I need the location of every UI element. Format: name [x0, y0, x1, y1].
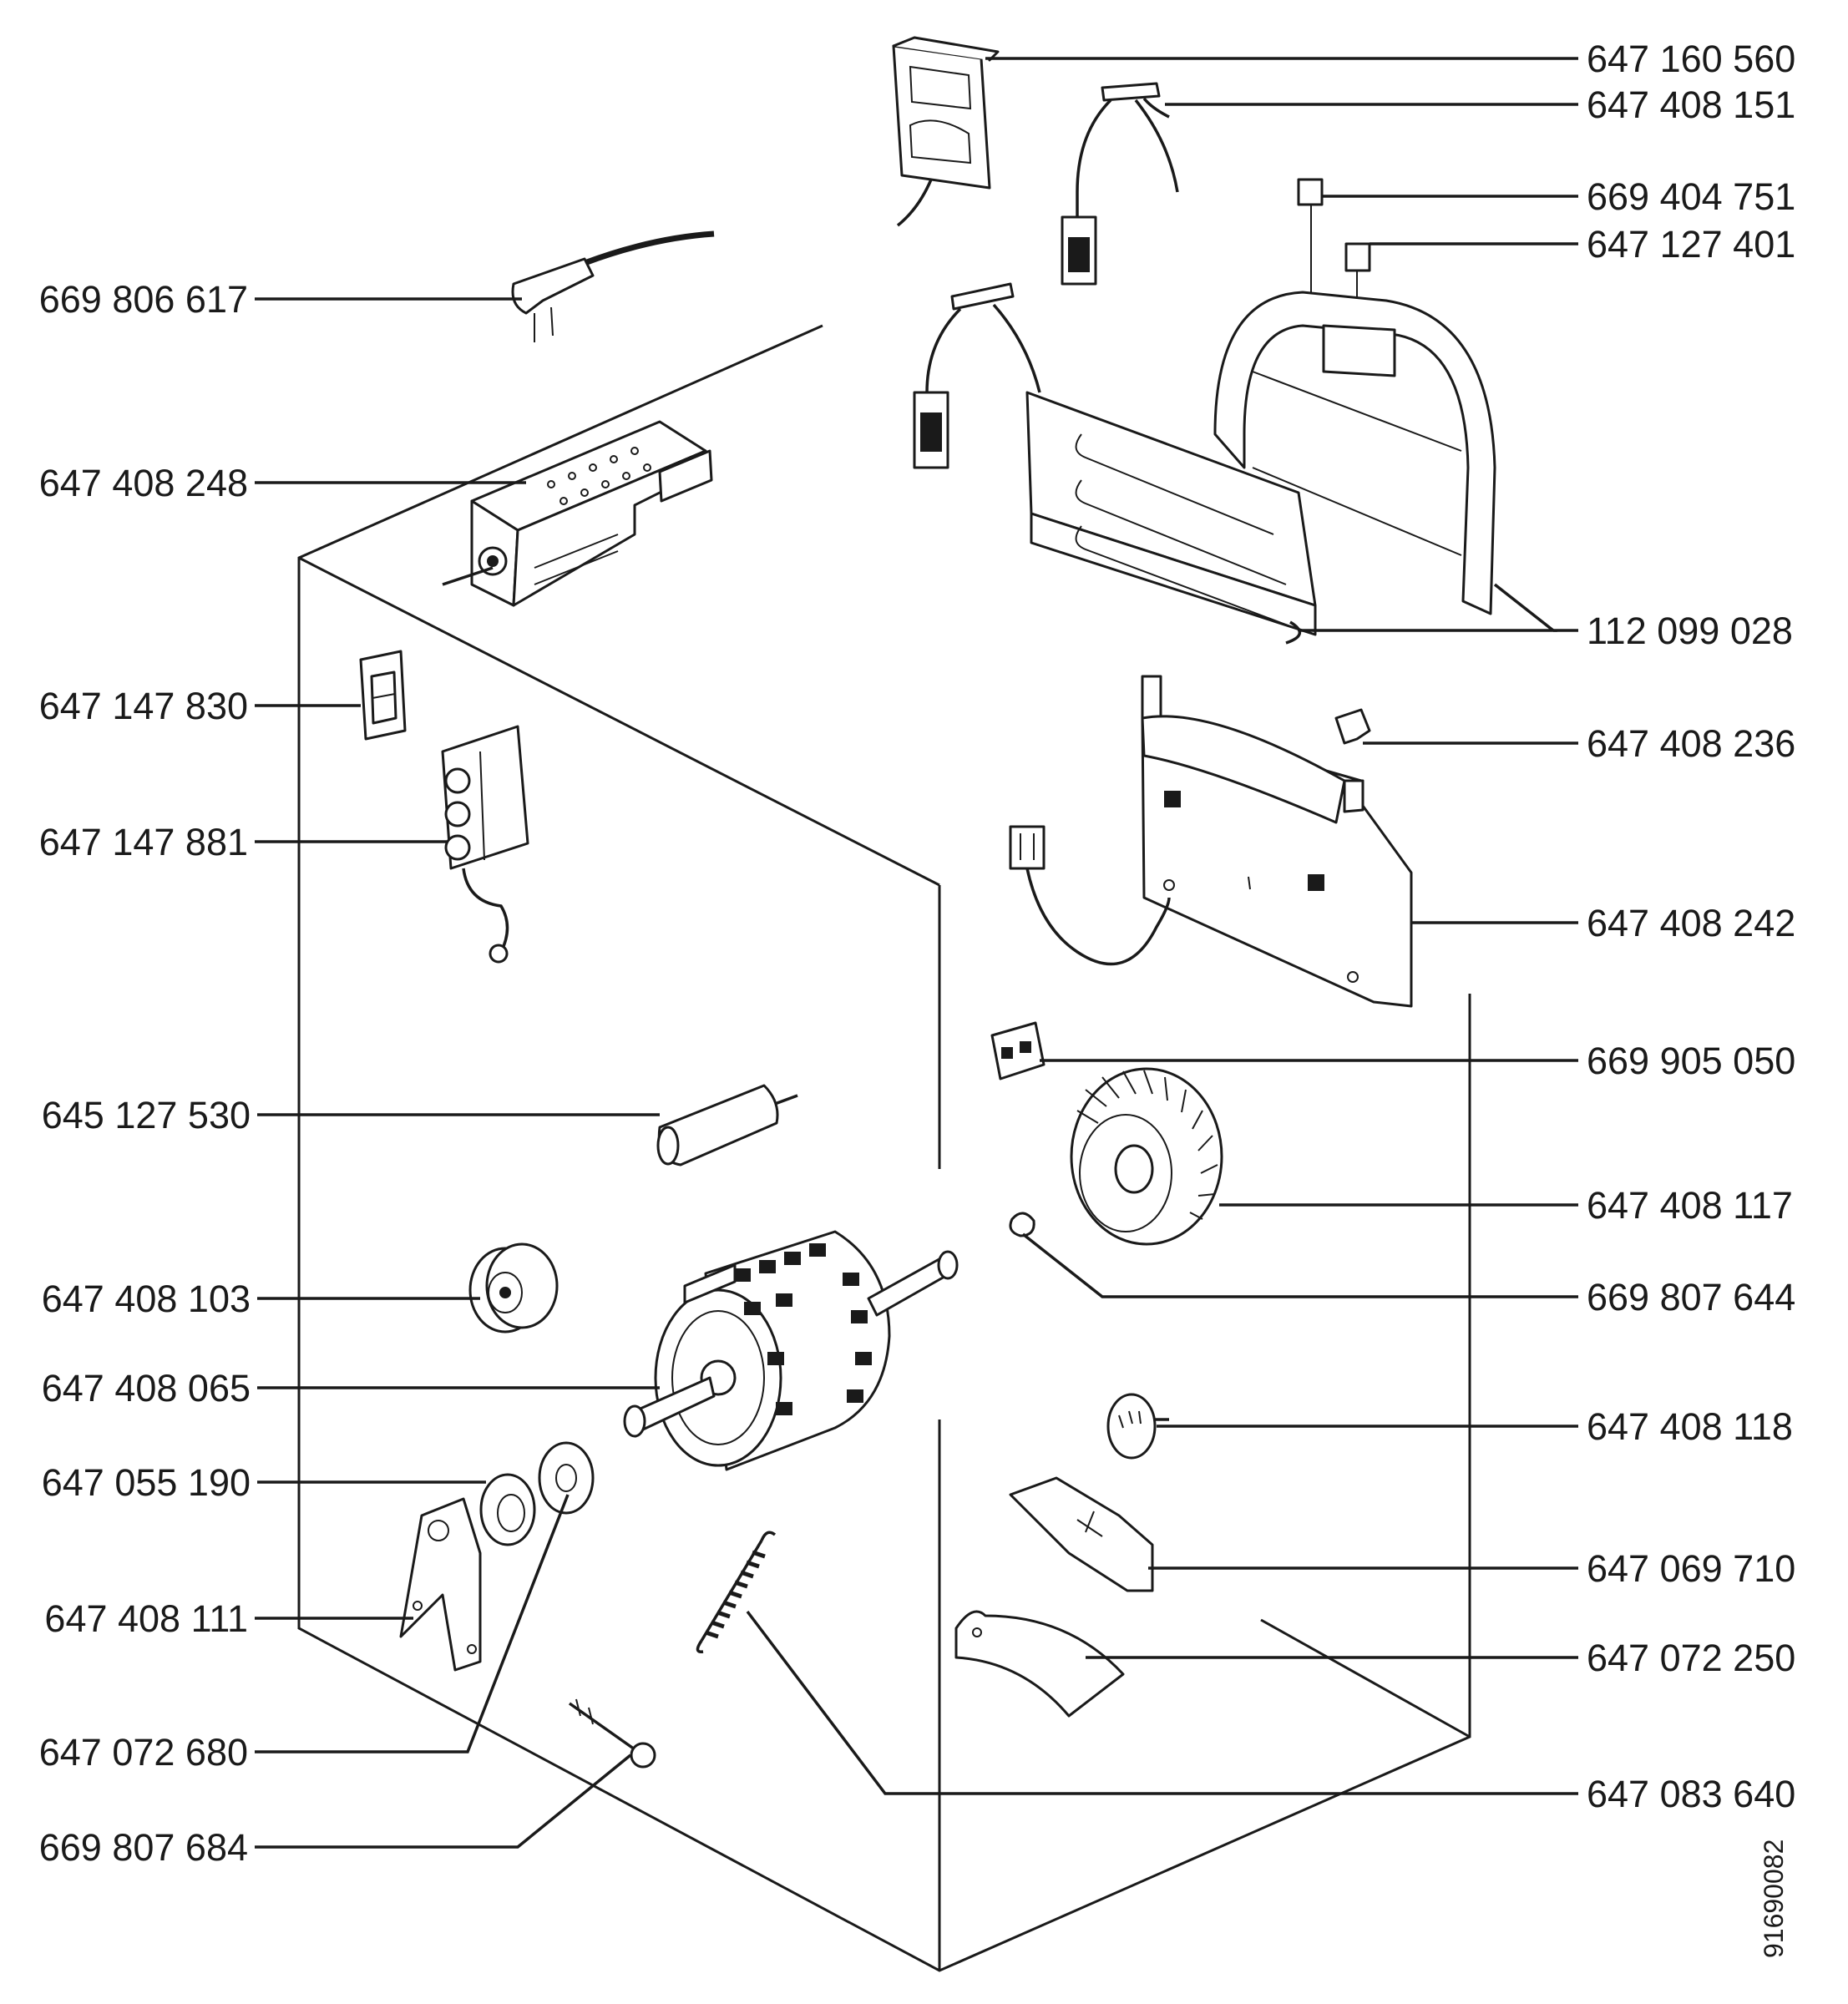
part-label: 647 408 117 [1587, 1184, 1793, 1227]
part-number-labels: 647 160 560 647 408 151 669 404 751 647 … [39, 38, 1796, 1869]
leader-lines [255, 57, 1578, 1849]
part-label: 669 404 751 [1587, 175, 1795, 218]
part-label: 647 408 111 [44, 1597, 248, 1640]
part-microswitch [990, 1021, 1046, 1080]
part-tension-spring [696, 1531, 777, 1653]
part-label: 647 408 151 [1587, 84, 1795, 126]
part-label: 647 127 401 [1587, 223, 1795, 266]
part-rocker-switch [359, 650, 407, 741]
part-label: 669 807 684 [39, 1826, 248, 1869]
part-label: 647 160 560 [1587, 38, 1795, 80]
part-capacitor [656, 1084, 798, 1166]
part-heating-element [1025, 391, 1317, 645]
cabinet-outline [297, 324, 1471, 1972]
part-power-cord [511, 230, 715, 342]
part-cam-lever [1009, 1476, 1154, 1592]
part-clip-bracket [1334, 708, 1371, 745]
part-power-module [892, 36, 1000, 227]
part-fan-wheel [1070, 1067, 1223, 1246]
part-label: 647 408 236 [1587, 722, 1795, 765]
part-label: 669 807 644 [1587, 1276, 1795, 1318]
part-label: 647 147 830 [39, 685, 248, 727]
part-fan-harness [1009, 825, 1171, 966]
part-label: 645 127 530 [42, 1094, 251, 1136]
part-label: 647 055 190 [42, 1461, 251, 1504]
part-circlip [1009, 1212, 1035, 1237]
part-idler-arm [954, 1610, 1125, 1718]
part-wiring-harness-lower [913, 282, 1041, 469]
part-motor [623, 1230, 959, 1471]
part-label: 647 408 118 [1587, 1405, 1793, 1448]
part-sensor-clip-b [1344, 242, 1371, 330]
part-wiring-harness-upper [1061, 82, 1179, 286]
part-thermostat [1106, 1393, 1169, 1460]
part-label: 647 408 103 [42, 1278, 251, 1320]
part-label: 647 083 640 [1587, 1773, 1795, 1815]
part-sensor-clip-a [1297, 178, 1324, 292]
part-label: 669 806 617 [39, 278, 248, 321]
part-label: 647 072 250 [1587, 1637, 1795, 1679]
part-label: 647 408 248 [39, 462, 248, 504]
part-screw [568, 1698, 656, 1769]
part-label: 669 905 050 [1587, 1040, 1795, 1082]
part-label: 647 069 710 [1587, 1547, 1795, 1590]
part-fan-housing [1141, 675, 1413, 1008]
document-id: 91690082 [1759, 1840, 1789, 1958]
part-label: 647 408 242 [1587, 902, 1795, 944]
part-pulley [468, 1242, 559, 1333]
part-label: 647 408 065 [42, 1367, 251, 1409]
part-push-button-switch [441, 725, 529, 964]
part-heater-frame [1213, 291, 1496, 615]
part-label: 112 099 028 [1587, 610, 1793, 652]
part-motor-bracket [399, 1497, 482, 1672]
part-bearing-cup [479, 1473, 536, 1546]
part-programmer-timer [442, 420, 713, 607]
part-washer [538, 1441, 595, 1515]
part-label: 647 072 680 [39, 1731, 248, 1774]
part-label: 647 147 881 [39, 821, 248, 863]
